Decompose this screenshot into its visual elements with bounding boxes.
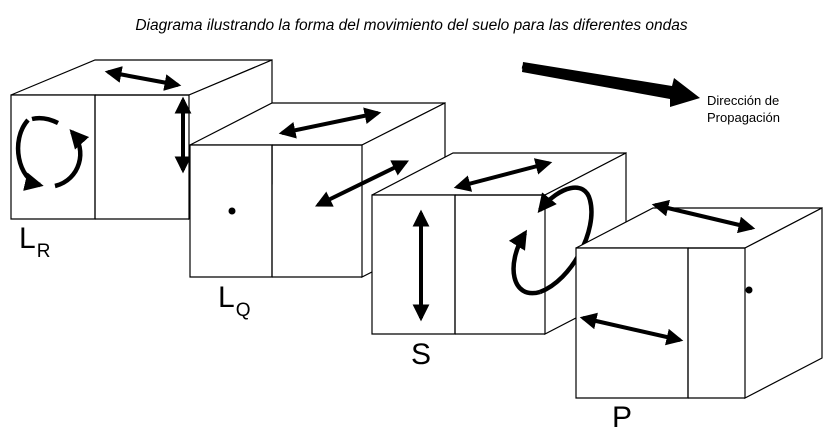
block-s-ellipse-icon-b — [537, 185, 594, 295]
wave-label-lr: LR — [19, 222, 50, 262]
wave-label-p: P — [612, 403, 632, 433]
block-lr-rotation-icon-b — [54, 129, 90, 189]
wave-label-s: S — [411, 340, 431, 370]
wave-label-p-letter: P — [612, 401, 633, 434]
wave-label-lr-letter: L — [19, 222, 36, 255]
block-s-arrow-top-icon — [453, 158, 553, 192]
wave-label-lq-subscript: Q — [235, 300, 251, 321]
block-lq-dot-icon — [228, 207, 236, 215]
block-s — [371, 152, 627, 335]
block-lr-arrow-top-icon — [104, 66, 182, 91]
block-lq-arrow-side-icon — [314, 160, 410, 207]
wave-label-lq: LQ — [218, 281, 250, 321]
wave-label-s-letter: S — [411, 338, 432, 371]
block-p — [575, 199, 823, 399]
block-p-arrow-top-icon — [651, 199, 756, 234]
block-p-side — [744, 207, 823, 399]
block-lr-rotation-icon-c — [31, 115, 60, 126]
block-p-front — [575, 247, 689, 399]
block-s-front — [371, 194, 456, 335]
propagation-label-line1: Dirección de — [707, 93, 780, 108]
block-lq-arrow-top-icon — [278, 107, 382, 139]
propagation-label-line2: Propagación — [707, 110, 780, 125]
title: Diagrama ilustrando la forma del movimie… — [135, 17, 688, 34]
block-s-ellipse-icon-a — [508, 229, 541, 296]
block-p-arrow-side-icon — [579, 312, 684, 346]
wave-label-lq-letter: L — [218, 281, 235, 314]
propagation-direction-label: Dirección de Propagación — [707, 92, 817, 126]
block-lr-rotation-icon-a — [15, 118, 44, 191]
block-p-dot-icon — [745, 286, 753, 294]
wave-label-lr-subscript: R — [36, 241, 51, 262]
propagation-arrow-icon — [521, 62, 700, 107]
